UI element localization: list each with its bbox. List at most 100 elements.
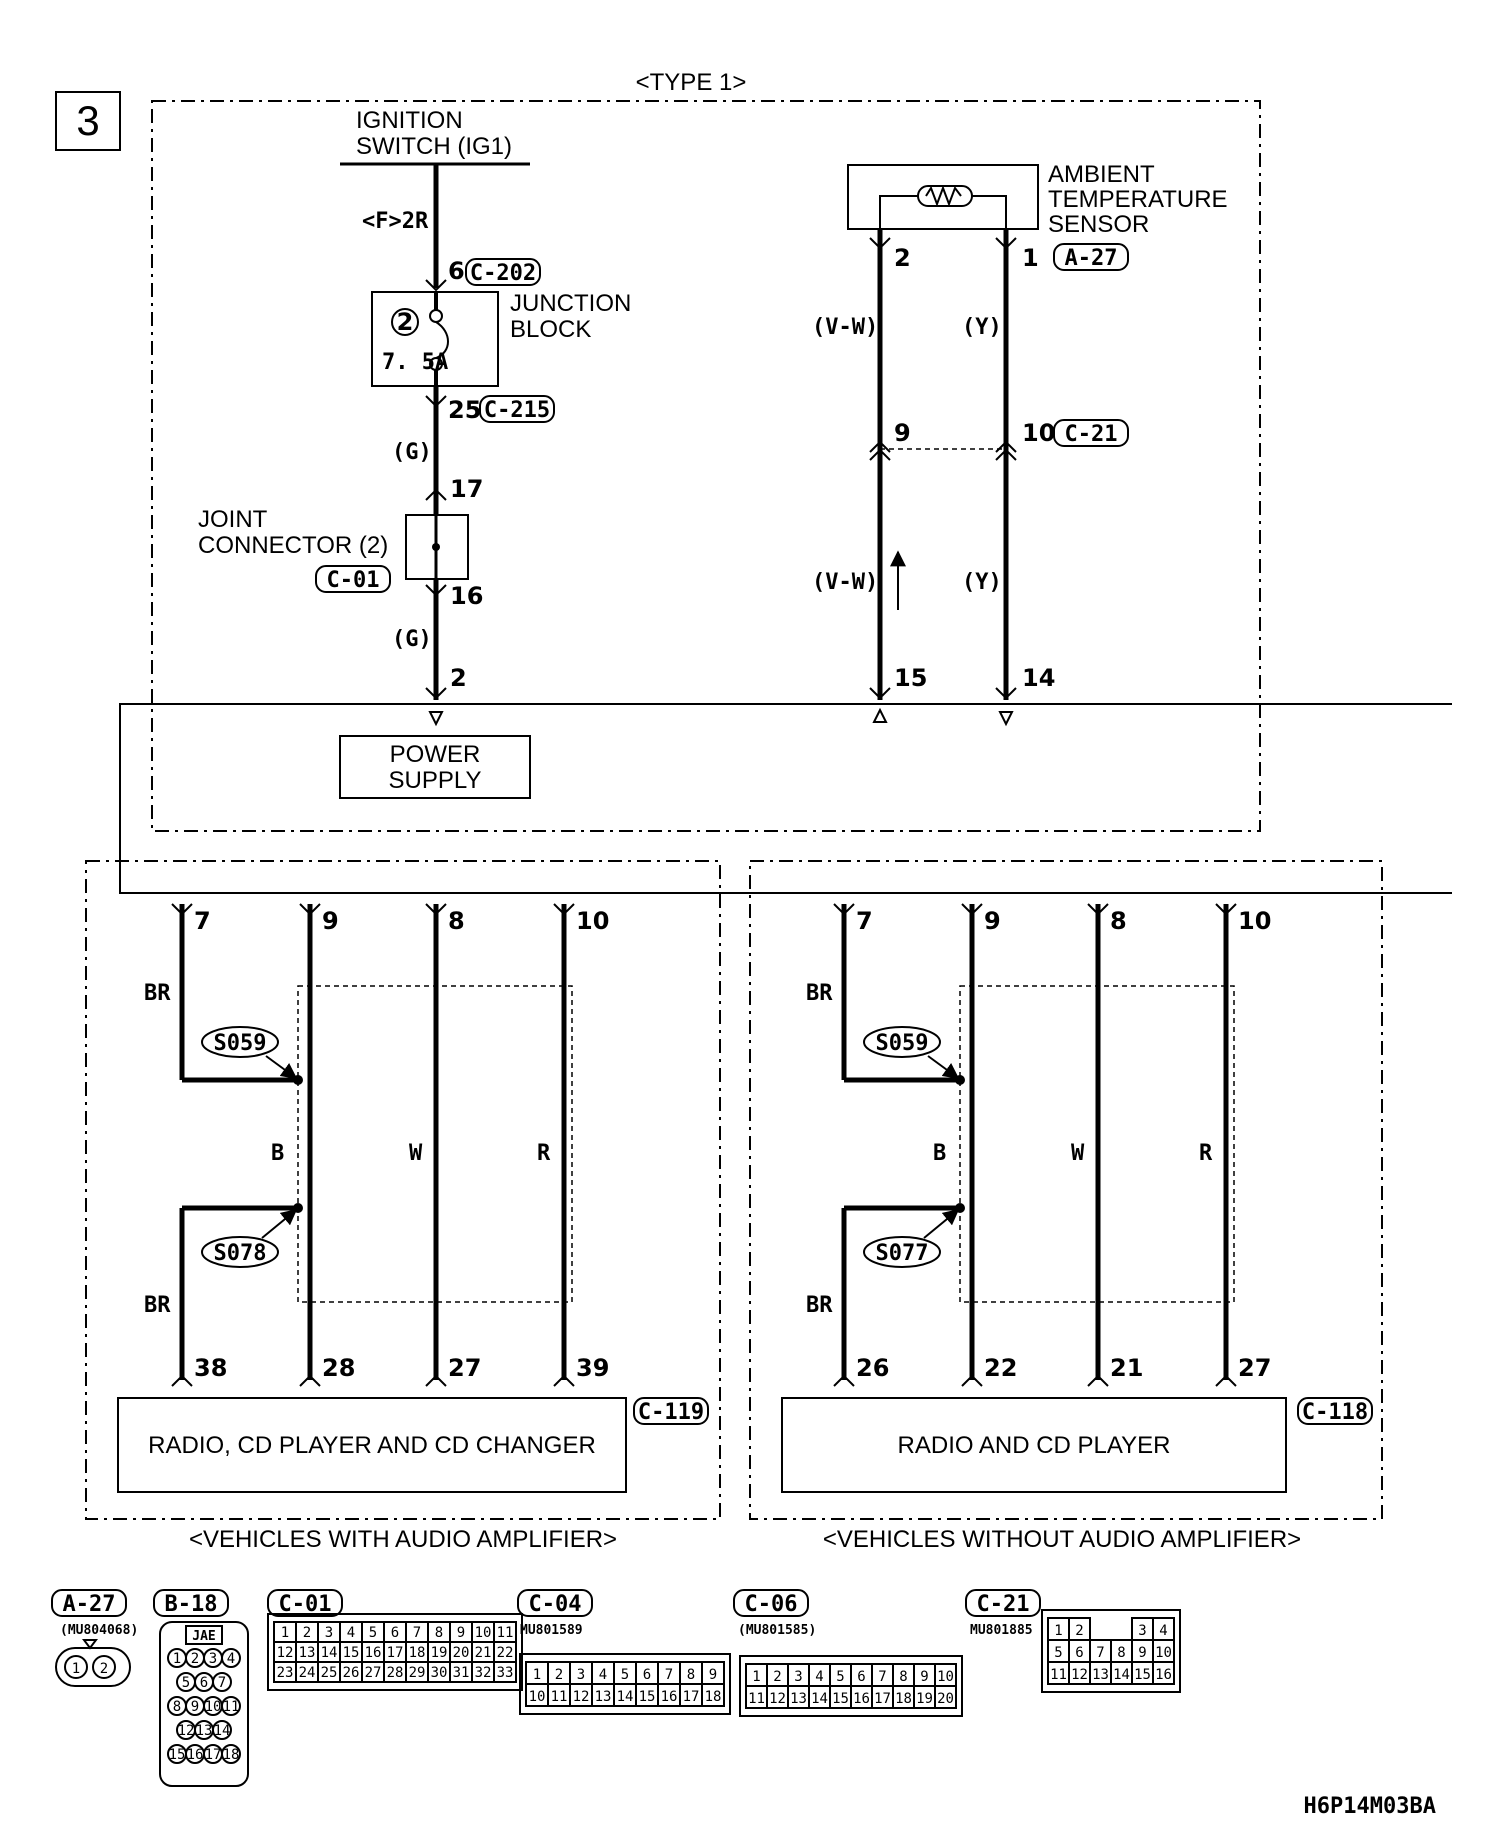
right-unit-connector-tag [1297,1397,1373,1425]
right-top-pin-4: 10 [1238,907,1271,935]
left-top-pin-4: 10 [576,907,609,935]
connector-pin-number: 2 [773,1669,781,1685]
jb-in-connector: C-202 [470,261,536,286]
connector-view-tag-box [965,1589,1041,1617]
connector-pin-number: 9 [920,1669,928,1685]
connector-pin-number: 4 [227,1651,235,1667]
connector-pin-number: 22 [497,1645,514,1661]
right-splice-bottom: S077 [876,1241,929,1266]
jc-out-pin: 16 [450,582,483,610]
fuse-number-circle [391,308,419,336]
sensor-internal-wiring [879,195,1007,228]
connector-pin-number: 2 [1075,1623,1083,1639]
type1-frame [151,100,1261,832]
right-wire-color-br-top: BR [806,981,833,1006]
page-number-box [55,91,121,151]
connector-pin-number: 10 [529,1689,546,1705]
sensor-connector-tag [1053,243,1129,271]
connector-pin-number: 8 [687,1667,695,1683]
jb-out-connector: C-215 [484,398,550,423]
wire-color-g-1: (G) [392,440,432,465]
connector-pin-number: 20 [453,1645,470,1661]
fuse-rating: 7. 5A [382,350,448,375]
connector-pin-number: 28 [387,1665,404,1681]
connector-cavity [701,1683,725,1707]
connector-pin-number: 18 [223,1747,240,1763]
connector-pin-number: 3 [577,1667,585,1683]
connector-pin-number: 7 [218,1675,226,1691]
connector-pin-number: 5 [1054,1645,1062,1661]
connector-pin-number: 4 [1159,1623,1167,1639]
connector-pin-number: 16 [1155,1667,1172,1683]
left-wire-color-br-bottom: BR [144,1293,171,1318]
connector-pin-number: 29 [409,1665,426,1681]
connector-pin-number: 27 [365,1665,382,1681]
connector-pin [221,1744,241,1764]
connector-view-part: MU801885 [970,1623,1033,1638]
connector-pin-number: 8 [899,1669,907,1685]
connector-b18-shell [159,1621,249,1787]
mid-connector-tag [1053,419,1129,447]
left-splice-bottom-tag [201,1236,279,1268]
right-bottom-pin-1: 26 [856,1354,889,1382]
connector-chevron [425,584,447,597]
connector-chevron [995,687,1017,700]
connector-pin-number: 18 [895,1691,912,1707]
connector-pin-number: 10 [937,1669,954,1685]
connector-shell [267,1613,523,1691]
right-splice-top: S059 [876,1031,929,1056]
right-top-pin-2: 9 [984,907,1001,935]
ambient-sensor-label-2: TEMPERATURE [1048,186,1228,213]
connector-pin-number: 7 [413,1625,421,1641]
left-top-pin-2: 9 [322,907,339,935]
connector-pin-number: 7 [878,1669,886,1685]
connector-pin-number: 14 [1113,1667,1130,1683]
connector-chevron [425,395,447,408]
power-supply-pin: 2 [450,664,467,692]
connector-pin-number: 18 [409,1645,426,1661]
connector-view-tag-box [733,1589,809,1617]
output-terminal-icon [998,711,1014,727]
connector-pin-number: 18 [705,1689,722,1705]
joint-connector-label-1: JOINT [198,506,268,533]
connector-chevron [425,687,447,700]
connector-pin-number: 1 [281,1625,289,1641]
connector-pin-number: 1 [533,1667,541,1683]
right-bottom-pin-4: 27 [1238,1354,1271,1382]
connector-pin-number: 15 [639,1689,656,1705]
connector-pin-number: 14 [214,1723,231,1739]
ambient-sensor-label-3: SENSOR [1048,211,1149,238]
connector-pin-number: 17 [205,1747,222,1763]
connector-pin-number: 7 [1096,1645,1104,1661]
connector-view-tag: A-27 [63,1592,116,1617]
connector-pin-number: 12 [1071,1667,1088,1683]
connector-pin-number: 20 [937,1691,954,1707]
jc-in-pin: 17 [450,475,483,503]
connector-pin-number: 15 [832,1691,849,1707]
connector-pin-number: 13 [299,1645,316,1661]
connector-pin-number: 2 [303,1625,311,1641]
connector-pin-number: 8 [435,1625,443,1641]
connector-view-tag-box [267,1589,343,1617]
connector-cavity [493,1661,517,1683]
left-bottom-pin-3: 27 [448,1354,481,1382]
left-splice-top: S059 [214,1031,267,1056]
connector-view-tag-box [153,1589,229,1617]
fuse-number: 2 [397,308,414,336]
sensor-bottom-pin-left: 15 [894,664,927,692]
connector-view-tag: C-04 [529,1592,582,1617]
connector-pin-number: 5 [369,1625,377,1641]
connector-pin-number: 13 [790,1691,807,1707]
connector-view-tag: C-01 [279,1592,332,1617]
connector-pin-number: 6 [643,1667,651,1683]
connector-pin-number: 13 [595,1689,612,1705]
figure-code: H6P14M03BA [1304,1794,1436,1819]
wire-color-y-lower: (Y) [962,570,1002,595]
ambient-sensor-box [847,164,1039,230]
connector-pin-number: 25 [321,1665,338,1681]
right-wire-color-b: B [933,1141,946,1166]
right-variant-frame [749,860,1383,1520]
fuse-source-label: <F>2R [362,209,429,234]
